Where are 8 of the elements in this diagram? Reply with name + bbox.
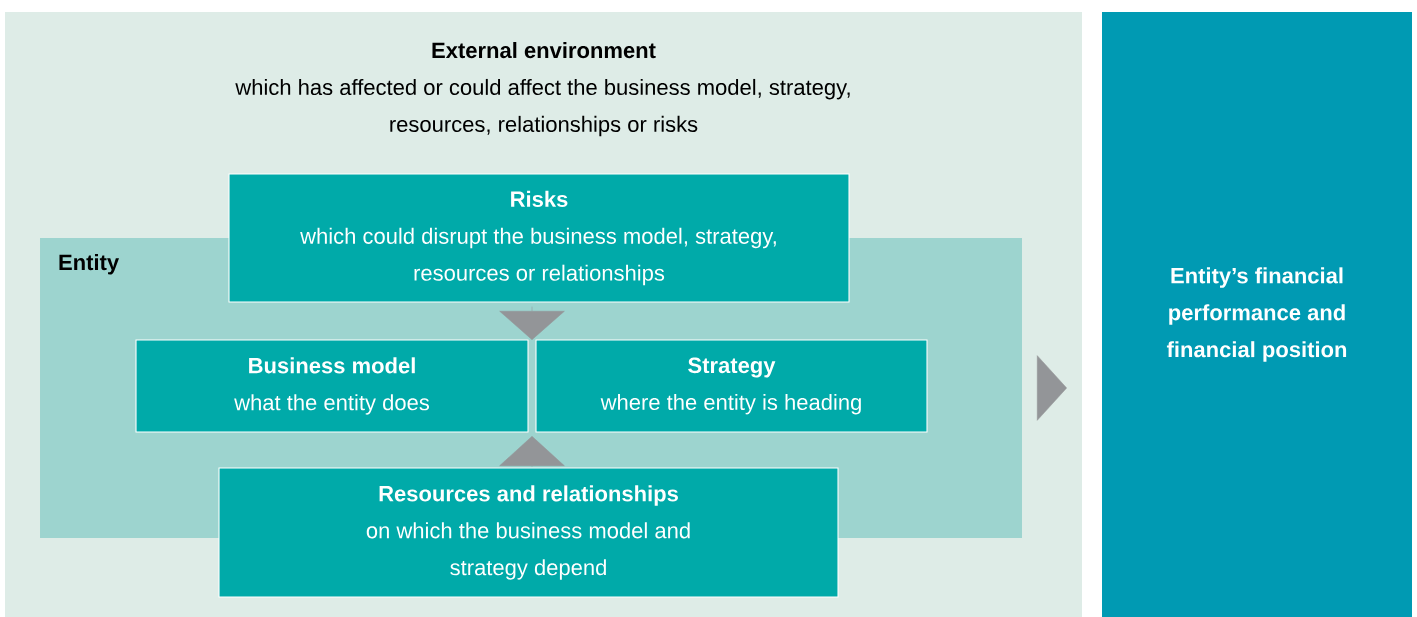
strategy-box: Strategy where the entity is heading bbox=[535, 339, 928, 433]
arrow bbox=[499, 436, 565, 467]
arrow bbox=[1036, 355, 1067, 421]
resources-box: Resources and relationships on which the business model and strategy depend bbox=[218, 467, 839, 598]
business-model-box: Business model what the entity does bbox=[135, 339, 529, 433]
risks-box: Risks which could disrupt the business model, strategy, resources or relationships bbox=[228, 173, 850, 303]
arrow bbox=[499, 306, 565, 340]
outcome-panel: Entity’s financial performance and financial position bbox=[1102, 12, 1412, 617]
